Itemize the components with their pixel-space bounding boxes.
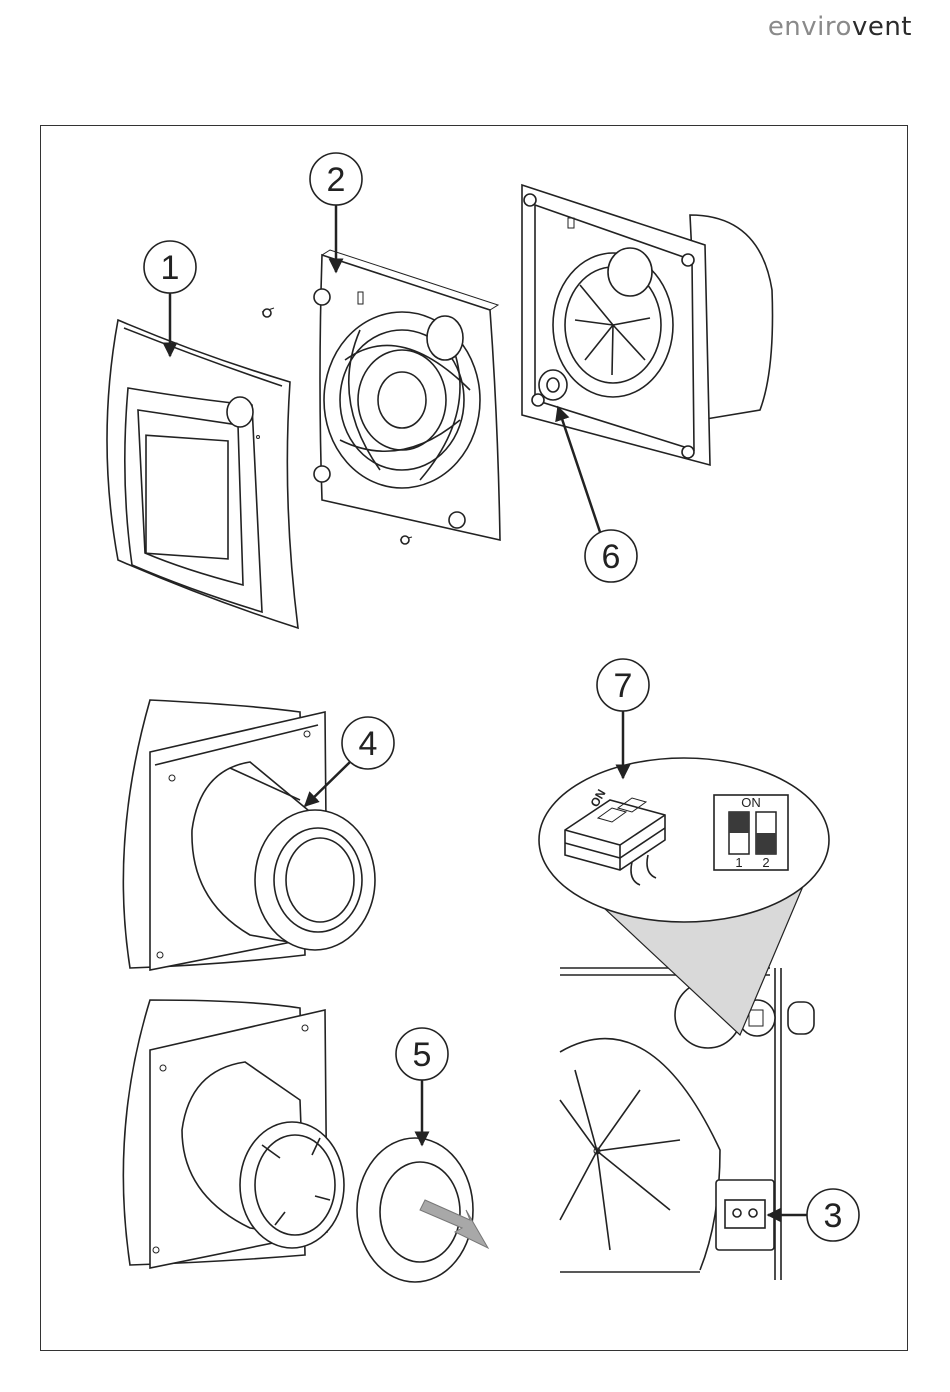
front-cover: [107, 320, 298, 628]
dip-switch-2[interactable]: [756, 812, 776, 854]
svg-text:1: 1: [161, 249, 180, 287]
svg-text:5: 5: [413, 1036, 432, 1074]
fan-impeller: [560, 1070, 680, 1250]
svg-text:2: 2: [327, 161, 346, 199]
electronics-detail: [560, 968, 814, 1280]
dip-switch-2-number: 2: [762, 855, 769, 870]
svg-text:6: 6: [602, 538, 621, 576]
dip-switch-schematic: ON 1 2: [714, 795, 788, 870]
callout-7: 7: [597, 659, 649, 778]
callout-2: 2: [310, 153, 362, 272]
inner-grille-plate: [262, 250, 500, 544]
svg-text:4: 4: [359, 725, 378, 763]
dip-on-label: ON: [741, 795, 761, 810]
svg-text:3: 3: [824, 1197, 843, 1235]
assembled-fan-with-collar: [123, 700, 375, 970]
terminal-block: [725, 1200, 765, 1228]
rear-base: [522, 185, 773, 465]
dip-switch-1[interactable]: [729, 812, 749, 854]
svg-text:7: 7: [614, 667, 633, 705]
callout-5: 5: [396, 1028, 448, 1145]
dip-switch-1-number: 1: [735, 855, 742, 870]
